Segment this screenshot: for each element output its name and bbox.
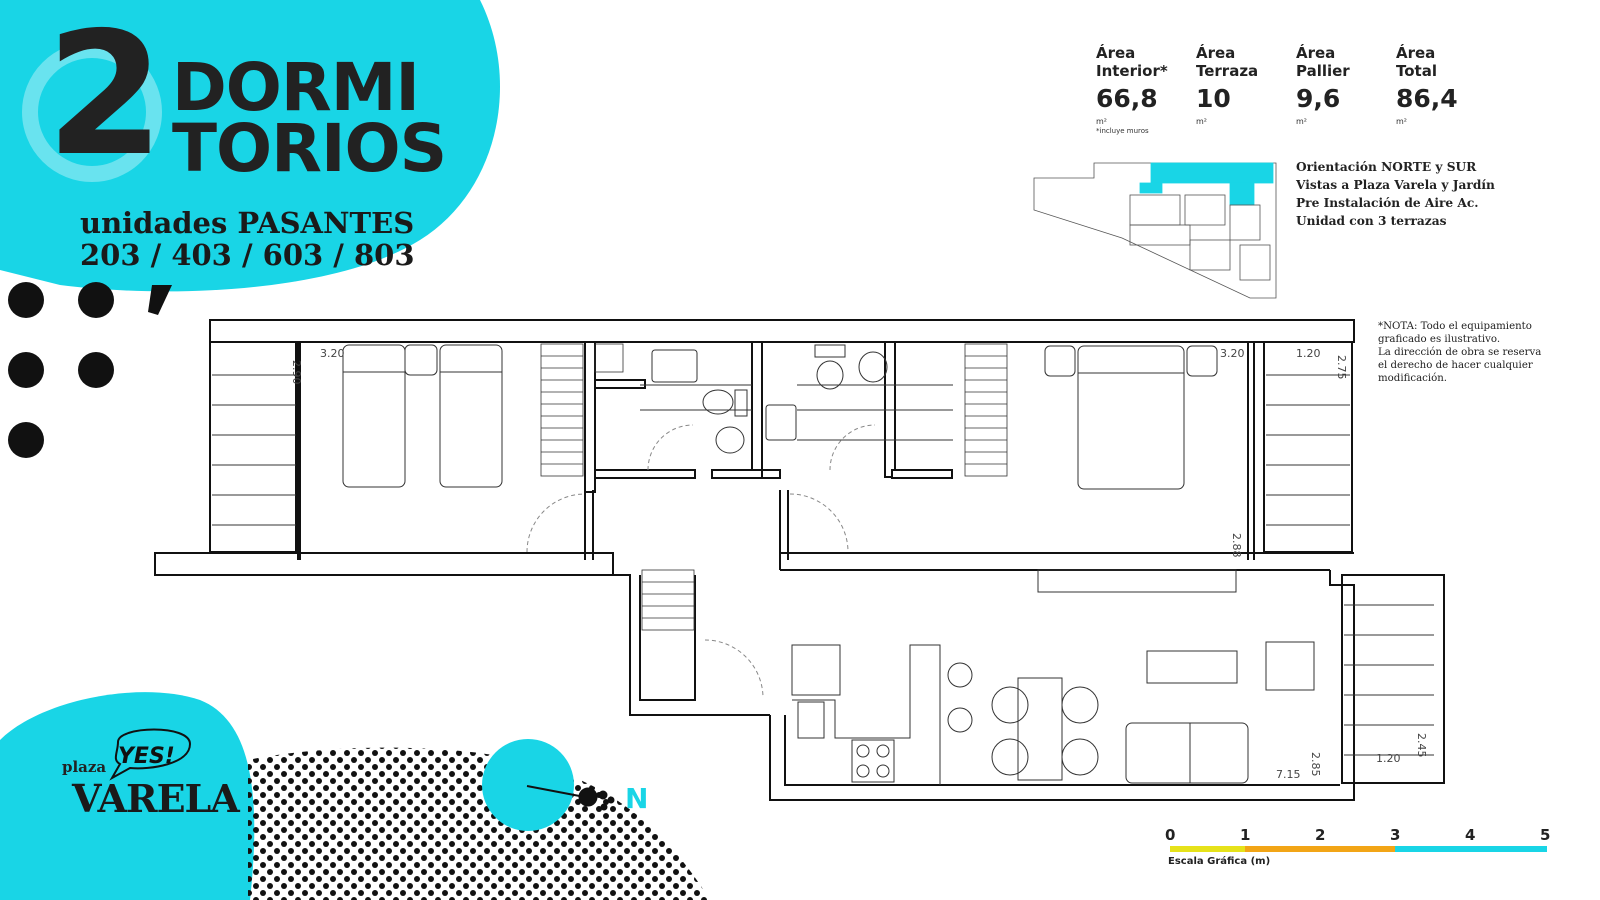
compass-needle-icon [526,785,615,811]
area-label-1: Área [1096,44,1136,62]
area-value: 10 [1196,84,1231,113]
dimension-label: 2.45 [1415,733,1428,758]
area-unit: m² [1096,117,1107,126]
kitchen-living-furniture [791,569,1315,785]
area-label-1: Área [1196,44,1236,62]
note-line: graficado es ilustrativo. [1378,334,1501,345]
scale-tick: 3 [1390,826,1401,844]
note-line: el derecho de hacer cualquier [1378,360,1533,371]
dimension-label: 7.15 [1276,768,1301,781]
scale-tick: 0 [1165,826,1176,844]
closets [540,343,1008,631]
area-label-1: Área [1296,44,1336,62]
watermark-icon [22,42,162,182]
scale-tick: 5 [1540,826,1551,844]
area-value: 9,6 [1296,84,1341,113]
key-plan [1033,162,1277,299]
area-label-2: Pallier [1296,62,1350,80]
area-interior: Área Interior* 66,8 m² *incluye muros [1096,44,1196,136]
scale-label: Escala Gráfica (m) [1168,856,1271,867]
scale-tick: 4 [1465,826,1476,844]
feature-item: Pre Instalación de Aire Ac. [1296,196,1479,210]
beds [342,344,1218,490]
compass-circle [482,739,574,831]
features-list: Orientación NORTE y SUR Vistas a Plaza V… [1296,158,1495,230]
scale-tick: 1 [1240,826,1251,844]
area-label-1: Área [1396,44,1436,62]
area-total: Área Total 86,4 m² [1396,44,1496,127]
dimension-label: 3.20 [1220,347,1245,360]
dimension-label: 3.20 [320,347,345,360]
area-terraza: Área Terraza 10 m² [1196,44,1296,127]
dimension-label: 2.90 [290,360,303,385]
disclaimer-note: *NOTA: Todo el equipamiento graficado es… [1378,320,1578,385]
plan-walls [154,319,1445,801]
brand-plaza: plaza [62,758,107,776]
area-label-2: Interior* [1096,62,1168,80]
area-value: 66,8 [1096,84,1158,113]
terrace-deck [212,374,1434,756]
north-label: N [625,782,649,815]
dimension-label: 2.88 [1230,533,1243,558]
unit-numbers: 203 / 403 / 603 / 803 [80,238,415,272]
area-label-2: Total [1396,62,1437,80]
dimension-label: 2.75 [1335,355,1348,380]
dot-pattern [248,747,710,900]
dimension-label: 2.85 [1309,752,1322,777]
bathroom-fixtures [640,344,953,454]
dimension-label: 1.20 [1296,347,1321,360]
scale-bar [1170,846,1547,852]
area-pallier: Área Pallier 9,6 m² [1296,44,1396,127]
note-line: La dirección de obra se reserva [1378,347,1542,358]
units-type: unidades PASANTES [80,206,415,240]
area-unit: m² [1296,117,1307,126]
brand-yes: YES! [118,744,175,769]
brand-varela: VARELA [72,776,240,821]
decorative-dots [8,282,172,458]
scale-tick: 2 [1315,826,1326,844]
area-unit: m² [1396,117,1407,126]
area-value: 86,4 [1396,84,1458,113]
title-line-2: TORIOS [172,110,447,187]
cyan-header-blob [0,0,500,292]
note-line: modificación. [1378,373,1448,384]
speech-bubble-icon [109,728,192,781]
area-unit: m² [1196,117,1207,126]
feature-item: Orientación NORTE y SUR [1296,160,1477,174]
area-label-2: Terraza [1196,62,1259,80]
door-swings [526,424,876,699]
feature-item: Vistas a Plaza Varela y Jardín [1296,178,1495,192]
feature-item: Unidad con 3 terrazas [1296,214,1447,228]
area-note: *incluye muros [1096,127,1149,135]
note-line: *NOTA: Todo el equipamiento [1378,321,1532,332]
title-line-1: DORMI [172,49,420,126]
bedroom-count: 2 [46,0,164,194]
dimension-label: 1.20 [1376,752,1401,765]
